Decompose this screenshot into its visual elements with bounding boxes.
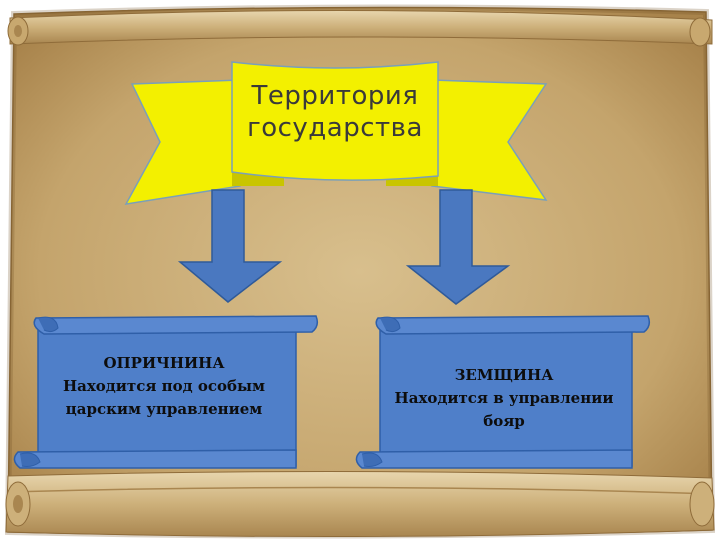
zemshchina-scroll <box>355 315 651 469</box>
oprichnina-line-1: Находится под особым <box>62 377 266 395</box>
oprichnina-line-2: царским управлением <box>65 400 263 418</box>
oprichnina-scroll <box>13 315 319 469</box>
bottom-scroll-roll <box>5 470 715 538</box>
top-scroll-roll <box>7 9 713 47</box>
zemshchina-line-1: Находится в управлении <box>394 389 614 407</box>
zemshchina-text: ЗЕМЩИНА Находится в управлении бояр <box>384 364 624 433</box>
zemshchina-heading: ЗЕМЩИНА <box>454 366 554 384</box>
title-text: Территория государства <box>232 80 438 144</box>
arrow-down-right <box>405 189 511 305</box>
zemshchina-line-2: бояр <box>483 412 525 430</box>
oprichnina-text: ОПРИЧНИНА Находится под особым царским у… <box>44 352 284 421</box>
oprichnina-heading: ОПРИЧНИНА <box>103 354 225 372</box>
title-banner <box>124 61 548 205</box>
title-line-2: государства <box>247 113 423 143</box>
arrow-down-left <box>177 189 283 303</box>
title-line-1: Территория <box>251 81 419 111</box>
